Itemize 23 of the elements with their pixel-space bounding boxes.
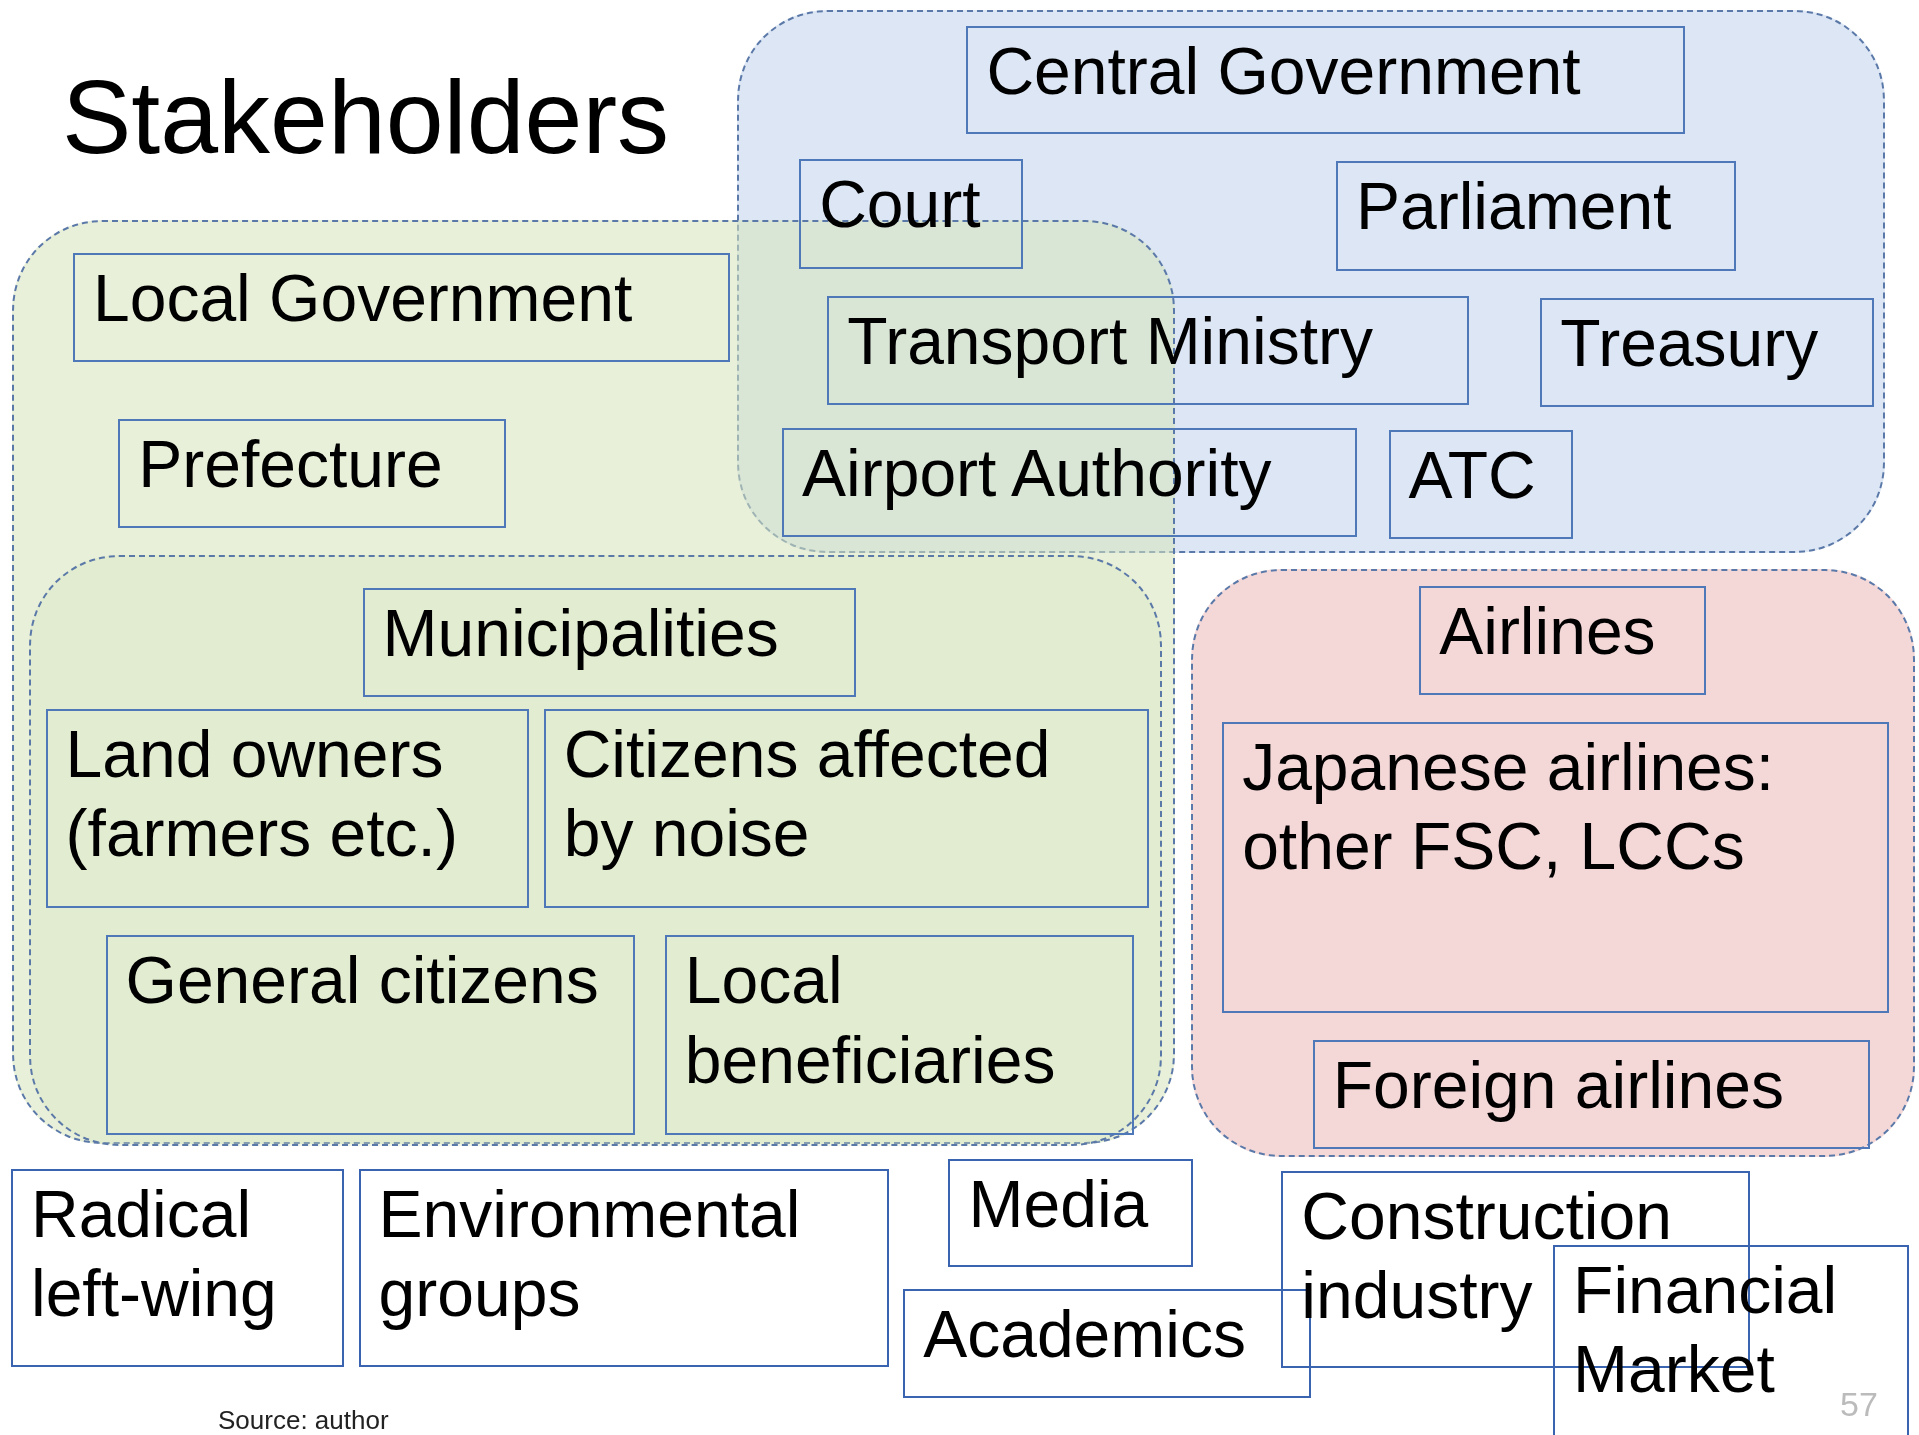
stakeholder-box: Central Government [966,26,1685,135]
stakeholder-box: Treasury [1540,298,1875,408]
source-caption: Source: author [218,1405,389,1435]
group-region [1190,569,1916,1157]
stakeholder-box: Citizens affected by noise [543,708,1150,909]
stakeholder-box: ATC [1388,430,1574,540]
stakeholder-box: Local beneficiaries [664,935,1134,1135]
stakeholder-box: Local Government [72,252,731,362]
stakeholder-box: Airlines [1419,585,1706,695]
group-region [28,555,1163,1147]
stakeholder-box: Radical left-wing [11,1168,344,1367]
stakeholder-box: Foreign airlines [1312,1039,1870,1149]
stakeholder-box: Land owners (farmers etc.) [45,708,529,909]
stakeholder-box: General citizens [105,935,636,1135]
stakeholder-box: Japanese airlines: other FSC, LCCs [1222,721,1890,1013]
group-region [736,9,1885,554]
stakeholder-box: Parliament [1336,161,1737,272]
diagram-title: Stakeholders [62,58,670,177]
stakeholder-box: Environmental groups [358,1168,889,1367]
page-number: 57 [1840,1385,1878,1424]
stakeholder-box: Media [948,1159,1194,1267]
stakeholder-box: Municipalities [362,587,856,697]
stakeholder-box: Prefecture [118,419,507,529]
